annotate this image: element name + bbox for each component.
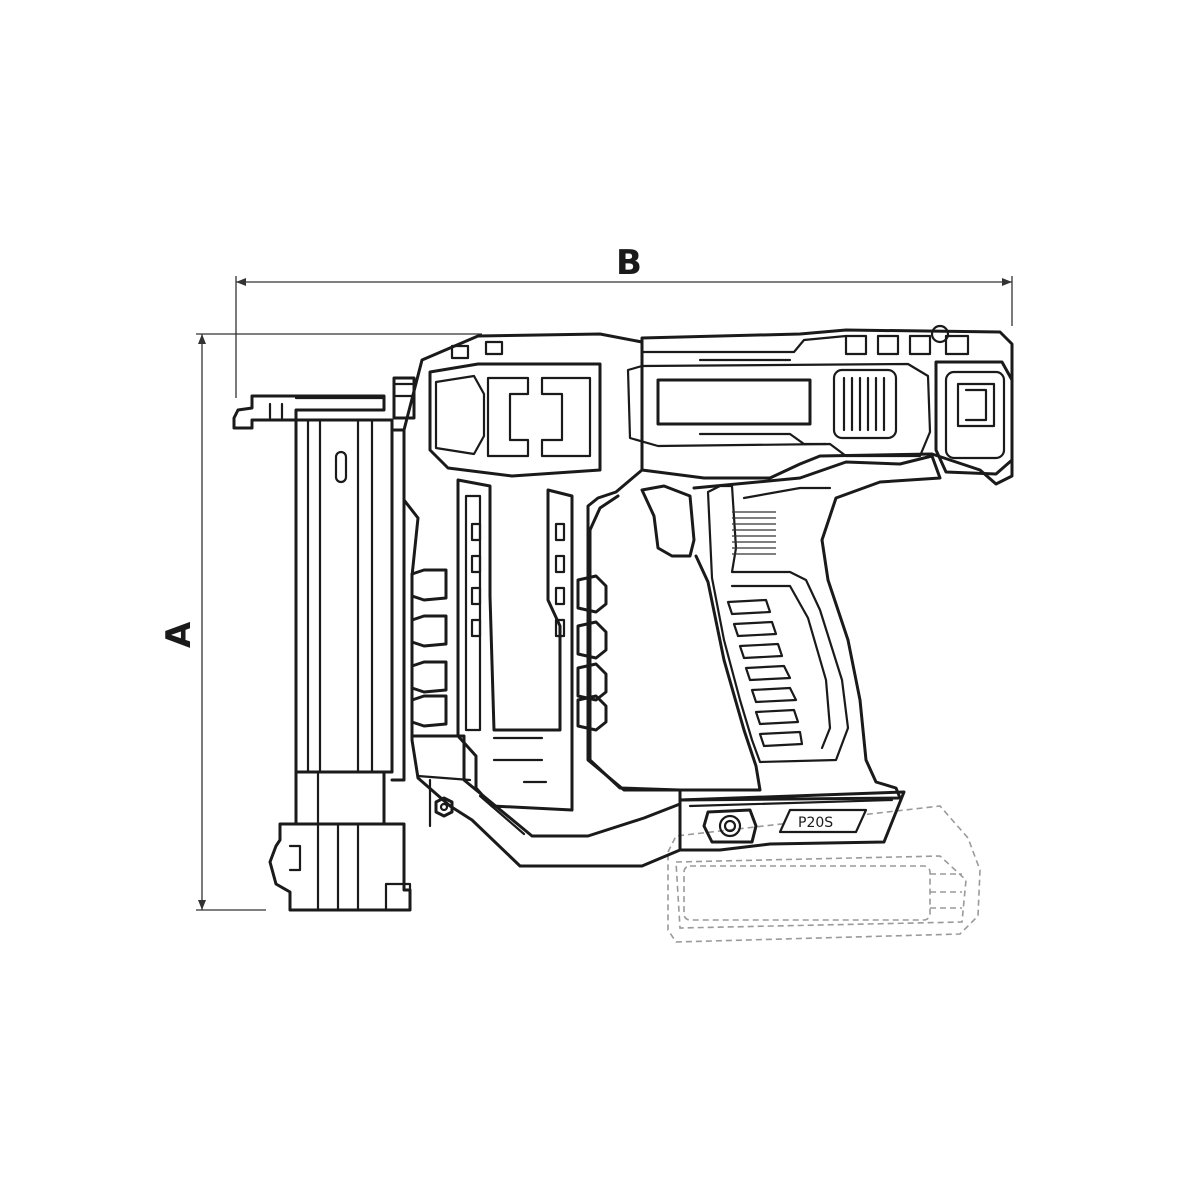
motor-vent-frame: [832, 368, 898, 440]
main-housing: [402, 332, 682, 868]
magazine-barrel: [294, 418, 406, 782]
grip-panel: [706, 484, 850, 764]
battery-release-button: [702, 808, 758, 844]
nose-tip: [384, 882, 412, 912]
rear-cap: [934, 360, 1014, 476]
model-badge-text: P20S: [798, 815, 833, 831]
upper-c-cutout-right: [540, 376, 592, 458]
dimension-a-label: A: [159, 621, 199, 648]
nose-upper: [294, 770, 386, 826]
dimension-a-arrow-top: [198, 334, 206, 344]
nose-foot-pad: [288, 844, 302, 872]
nose-foot-body: [268, 822, 412, 912]
grip-ribs: [726, 598, 804, 748]
battery-mount: P20S: [678, 790, 906, 852]
handle: [588, 454, 942, 802]
magazine-body: [294, 418, 394, 774]
dimension-a-arrow-bottom: [198, 900, 206, 910]
upper-c-cutout-left: [486, 376, 530, 458]
dimension-b-label: B: [616, 243, 642, 283]
right-grip-bumps: [576, 574, 608, 732]
model-badge: [778, 808, 868, 834]
upper-left-window: [434, 374, 486, 456]
dimension-a: A: [159, 333, 482, 911]
battery-window: [683, 865, 931, 921]
housing-outline: [402, 332, 682, 868]
trigger: [640, 484, 696, 558]
magazine-rail: [390, 428, 406, 782]
dimension-b-arrow-right: [1002, 278, 1012, 286]
magazine-slot: [334, 450, 348, 484]
body-window-marks: [492, 736, 548, 784]
battery-mount-base: [678, 790, 906, 852]
latch-detail: [268, 396, 386, 420]
handle-vent: [732, 511, 776, 555]
motor-outer: [640, 328, 1014, 486]
hex-nut: [434, 796, 454, 818]
nose-latch: [232, 376, 416, 430]
motor-housing: [626, 324, 1014, 486]
battery-ribs: [930, 873, 962, 909]
dimension-b: B: [235, 243, 1013, 398]
housing-base-curve: [410, 734, 682, 838]
left-grip-bumps: [410, 568, 448, 728]
nose-foot: [268, 770, 412, 912]
handle-rear: [678, 454, 942, 802]
motor-vent-slats: [842, 376, 886, 432]
housing-upper-block: [428, 362, 602, 478]
battery-inner: [675, 855, 967, 929]
latch-body: [232, 394, 386, 430]
upper-vents: [450, 340, 504, 360]
body-left-strip: [464, 494, 482, 732]
dimension-b-arrow-left: [236, 278, 246, 286]
latch-clip: [392, 376, 416, 420]
top-hook: [930, 324, 950, 344]
rear-cap-button: [956, 382, 996, 428]
motor-window: [656, 378, 812, 426]
latch-clip-detail: [394, 382, 414, 398]
motor-band: [626, 362, 932, 458]
trigger-guard: [588, 494, 762, 792]
body-centre-window: [456, 478, 574, 812]
